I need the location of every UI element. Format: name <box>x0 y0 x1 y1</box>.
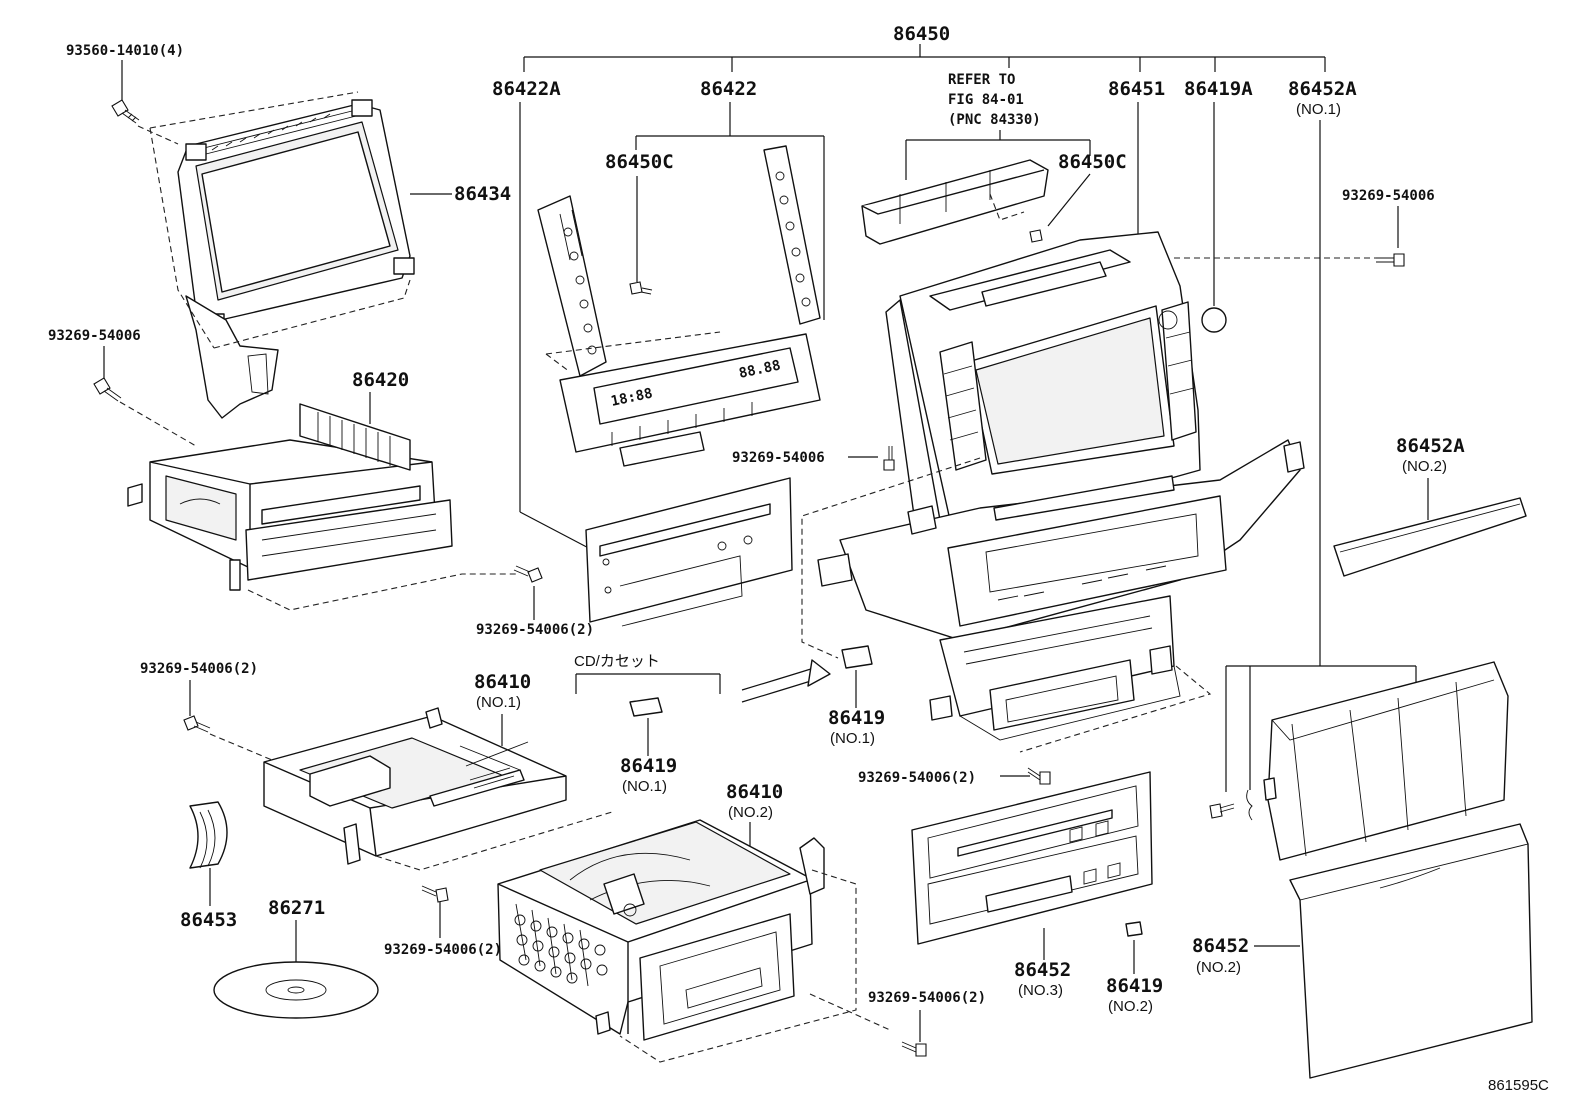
label-86419A[interactable]: 86419A <box>1184 78 1253 100</box>
label-86452A-top[interactable]: 86452A <box>1288 78 1357 100</box>
label-86410-no2-sub: (NO.2) <box>728 804 773 821</box>
monitor-86434[interactable] <box>177 99 415 419</box>
label-86419-no2[interactable]: 86419 <box>1106 975 1163 997</box>
label-86419-no2-sub: (NO.2) <box>1108 998 1153 1015</box>
arrow-icon <box>741 659 831 703</box>
label-86422[interactable]: 86422 <box>700 78 757 100</box>
switch-84330[interactable] <box>861 159 1049 245</box>
refer-line-3: (PNC 84330) <box>948 112 1041 128</box>
label-86452-no3-sub: (NO.3) <box>1018 982 1063 999</box>
trim-86452A-no2[interactable] <box>1333 497 1527 577</box>
spring-86452 <box>1246 789 1253 821</box>
label-86420[interactable]: 86420 <box>352 369 409 391</box>
cover-86452-no1[interactable] <box>1263 661 1509 861</box>
screw-86450C-right <box>1029 229 1043 243</box>
label-93269-a[interactable]: 93269-54006 <box>48 328 141 344</box>
label-86452A-right-sub: (NO.2) <box>1402 458 1447 475</box>
refer-line-1: REFER TO <box>948 72 1015 88</box>
screw-93269-d <box>1376 253 1405 267</box>
label-86450[interactable]: 86450 <box>893 23 950 45</box>
vent-holes <box>514 914 608 984</box>
bezel-plate-86422A[interactable] <box>585 477 793 627</box>
button-86419-no2[interactable] <box>1125 921 1143 937</box>
screw-93560 <box>111 99 140 124</box>
main-panel-86451[interactable] <box>817 231 1305 741</box>
cd-mechanism-86410-no2[interactable] <box>497 819 825 1041</box>
faceplate-86452-no3[interactable] <box>911 771 1153 945</box>
button-86419-no1a[interactable] <box>629 697 663 717</box>
refer-line-2: FIG 84-01 <box>948 92 1024 108</box>
label-cd-cassette: CD/カセット <box>574 653 660 670</box>
screw-93269-h <box>901 1041 927 1057</box>
label-93269-f[interactable]: 93269-54006(2) <box>858 770 976 786</box>
label-93269-e[interactable]: 93269-54006(2) <box>140 661 258 677</box>
control-panel-86422[interactable]: 18:88 88.88 <box>537 145 821 467</box>
label-86452A-right[interactable]: 86452A <box>1396 435 1465 457</box>
label-86410-no2[interactable]: 86410 <box>726 781 783 803</box>
screw-93269-b <box>513 565 543 583</box>
part-86453[interactable] <box>189 801 228 869</box>
label-93269-d[interactable]: 93269-54006 <box>1342 188 1435 204</box>
disc-86271[interactable] <box>213 961 379 1019</box>
screw-93269-c <box>883 446 895 471</box>
label-86452A-top-sub: (NO.1) <box>1296 101 1341 118</box>
button-86419-no1b[interactable] <box>841 645 873 669</box>
screw-93269-a <box>93 377 122 402</box>
radio-unit-86420[interactable] <box>127 403 453 591</box>
lid-86452-no2[interactable] <box>1289 823 1533 1079</box>
diagram-code: 861595C <box>1488 1077 1549 1094</box>
label-86453[interactable]: 86453 <box>180 909 237 931</box>
label-86419-no1b-sub: (NO.1) <box>830 730 875 747</box>
label-86419-no1b[interactable]: 86419 <box>828 707 885 729</box>
label-86434[interactable]: 86434 <box>454 183 511 205</box>
label-86452-no3[interactable]: 86452 <box>1014 959 1071 981</box>
label-86422A[interactable]: 86422A <box>492 78 561 100</box>
label-86452-no2-sub: (NO.2) <box>1196 959 1241 976</box>
label-86410-no1[interactable]: 86410 <box>474 671 531 693</box>
bracket-86450: 86450 <box>523 23 1326 72</box>
label-86452-no2[interactable]: 86452 <box>1192 935 1249 957</box>
label-86450C-left[interactable]: 86450C <box>605 151 674 173</box>
label-93269-g[interactable]: 93269-54006(2) <box>384 942 502 958</box>
label-86410-no1-sub: (NO.1) <box>476 694 521 711</box>
knob-86419A[interactable] <box>1201 307 1227 333</box>
screw-93269-f <box>1027 767 1051 785</box>
label-93269-h[interactable]: 93269-54006(2) <box>868 990 986 1006</box>
label-86271[interactable]: 86271 <box>268 897 325 919</box>
screw-93269-e <box>183 715 211 733</box>
label-93269-b[interactable]: 93269-54006(2) <box>476 622 594 638</box>
label-86419-no1a-sub: (NO.1) <box>622 778 667 795</box>
screw-86452-cover <box>1209 803 1235 819</box>
screw-86450C-left <box>629 281 653 295</box>
label-93269-c[interactable]: 93269-54006 <box>732 450 825 466</box>
label-93560-14010[interactable]: 93560-14010(4) <box>66 43 184 59</box>
label-86450C-right[interactable]: 86450C <box>1058 151 1127 173</box>
label-86419-no1a[interactable]: 86419 <box>620 755 677 777</box>
screw-93269-g <box>421 885 449 903</box>
label-86451[interactable]: 86451 <box>1108 78 1165 100</box>
deck-86410-no1[interactable] <box>263 707 567 865</box>
